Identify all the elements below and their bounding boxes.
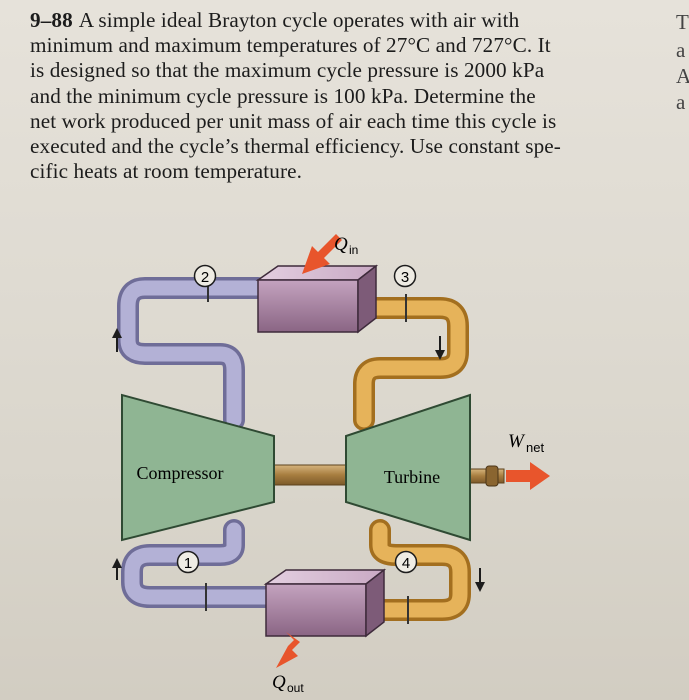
state-3: 3 xyxy=(393,264,417,288)
heat-exchanger-out xyxy=(263,568,387,638)
hot-pipes xyxy=(349,297,471,621)
compressor-label: Compressor xyxy=(137,463,224,483)
svg-text:out: out xyxy=(287,681,304,695)
problem-line-2: minimum and maximum temperatures of 27°C… xyxy=(30,33,551,58)
svg-text:2: 2 xyxy=(201,269,209,286)
margin-glyph-1: T xyxy=(676,10,689,34)
compressor-turbine-shaft xyxy=(273,464,347,486)
q-out-label: Q out xyxy=(272,672,304,695)
problem-number: 9–88 xyxy=(30,8,73,32)
state-2: 2 xyxy=(193,264,217,288)
pipe-flanges xyxy=(205,274,409,624)
shaft-coupling xyxy=(485,465,499,487)
svg-text:W: W xyxy=(508,431,526,452)
cold-pipes xyxy=(117,277,279,608)
margin-glyph-2: a xyxy=(676,38,686,62)
svg-text:in: in xyxy=(349,243,358,257)
margin-glyph-4: a xyxy=(676,90,686,114)
q-out-arrow xyxy=(276,632,300,668)
problem-line-6: executed and the cycle’s thermal efficie… xyxy=(30,134,561,159)
flow-up-arrow-left-lower xyxy=(112,558,122,580)
compressor xyxy=(121,393,275,542)
q-in-label: Q in xyxy=(334,234,358,257)
state-1: 1 xyxy=(176,550,200,574)
state-4: 4 xyxy=(394,550,418,574)
w-net-arrow xyxy=(506,462,550,490)
flow-down-arrow-right-lower xyxy=(475,568,485,592)
flow-down-arrow-right xyxy=(435,336,445,360)
heat-exchanger-in xyxy=(255,264,379,334)
problem-line-5: net work produced per unit mass of air e… xyxy=(30,108,557,133)
svg-text:4: 4 xyxy=(402,555,410,572)
svg-text:1: 1 xyxy=(184,555,192,572)
svg-text:Q: Q xyxy=(334,234,348,255)
turbine-label: Turbine xyxy=(384,467,440,487)
flow-arrows xyxy=(112,328,485,592)
margin-glyph-3: A xyxy=(676,64,689,88)
q-in-arrow xyxy=(302,234,342,274)
problem-line-3: is designed so that the maximum cycle pr… xyxy=(30,58,545,83)
problem-line-7: cific heats at room temperature. xyxy=(30,159,303,184)
svg-text:Q: Q xyxy=(272,672,286,693)
svg-text:3: 3 xyxy=(401,269,409,286)
flow-up-arrow-left xyxy=(112,328,122,352)
problem-line-4: and the minimum cycle pressure is 100 kP… xyxy=(30,83,536,108)
w-net-label: W net xyxy=(508,431,544,455)
svg-text:net: net xyxy=(526,440,544,455)
turbine xyxy=(345,393,471,542)
